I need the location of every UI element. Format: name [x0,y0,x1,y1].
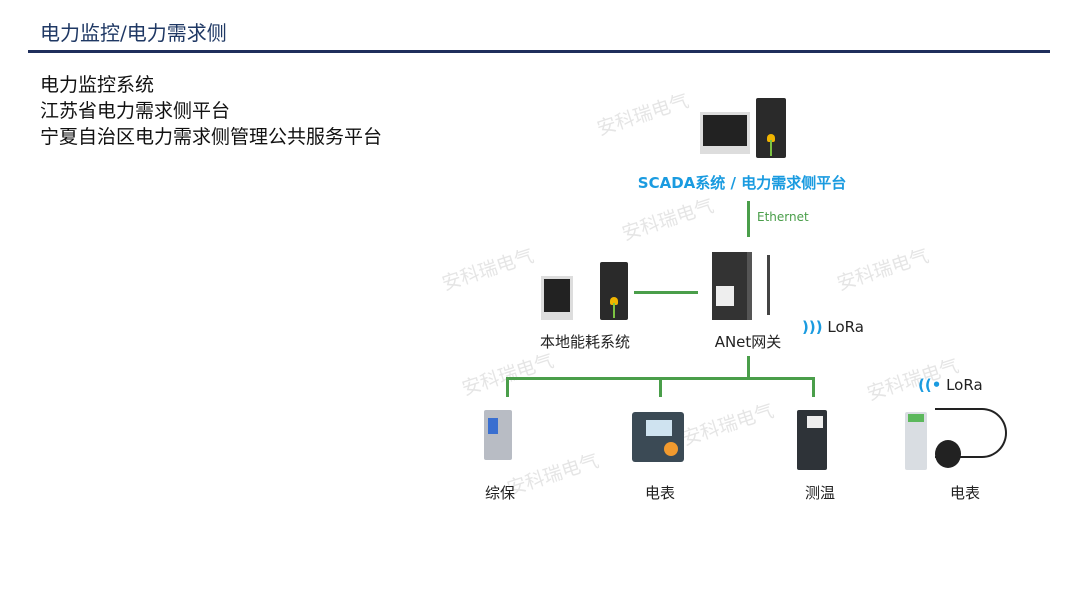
watermark: 安科瑞电气 [679,399,777,451]
device-label: 电表 [949,484,981,502]
lora-badge: ))) LoRa [802,318,864,336]
bus-drop [659,377,662,397]
title-divider [28,50,1050,53]
wireless-signal-icon: ))) [802,318,823,336]
power-meter-icon [632,412,684,462]
local-link [634,291,698,294]
gateway-device-icon [712,252,752,320]
lora-label: LoRa [946,376,983,394]
bus-drop [506,377,509,397]
ethernet-label: Ethernet [757,210,809,224]
device-label: 电表 [644,484,676,502]
watermark: 安科瑞电气 [439,244,537,296]
monitor-icon [541,276,573,320]
watermark: 安科瑞电气 [504,449,602,501]
bus-drop [812,377,815,397]
protection-relay-icon [484,410,512,460]
device-label: 测温 [804,484,836,502]
antenna-icon [767,255,770,315]
lora-label: LoRa [827,318,864,336]
bullet-line: 电力监控系统 [40,74,155,96]
gateway-label: ANet网关 [714,333,782,351]
bullet-line: 宁夏自治区电力需求侧管理公共服务平台 [40,126,383,148]
cable-icon [935,408,1007,458]
page-title: 电力监控/电力需求侧 [40,21,227,45]
watermark: 安科瑞电气 [619,194,717,246]
bullet-line: 江苏省电力需求侧平台 [40,100,231,122]
local-energy-system-label: 本地能耗系统 [539,333,631,351]
wireless-signal-icon: ((• [918,376,942,394]
lora-badge: ((• LoRa [918,376,983,394]
watermark: 安科瑞电气 [594,89,692,141]
computer-tower-icon [600,262,628,320]
wireless-meter-icon [905,412,927,470]
ethernet-link [747,201,750,237]
monitor-icon [700,112,750,154]
device-label: 综保 [484,484,516,502]
temperature-module-icon [797,410,827,470]
computer-tower-icon [756,98,786,158]
bus-link [747,356,750,379]
watermark: 安科瑞电气 [834,244,932,296]
scada-platform-label: SCADA系统 / 电力需求侧平台 [637,174,847,192]
